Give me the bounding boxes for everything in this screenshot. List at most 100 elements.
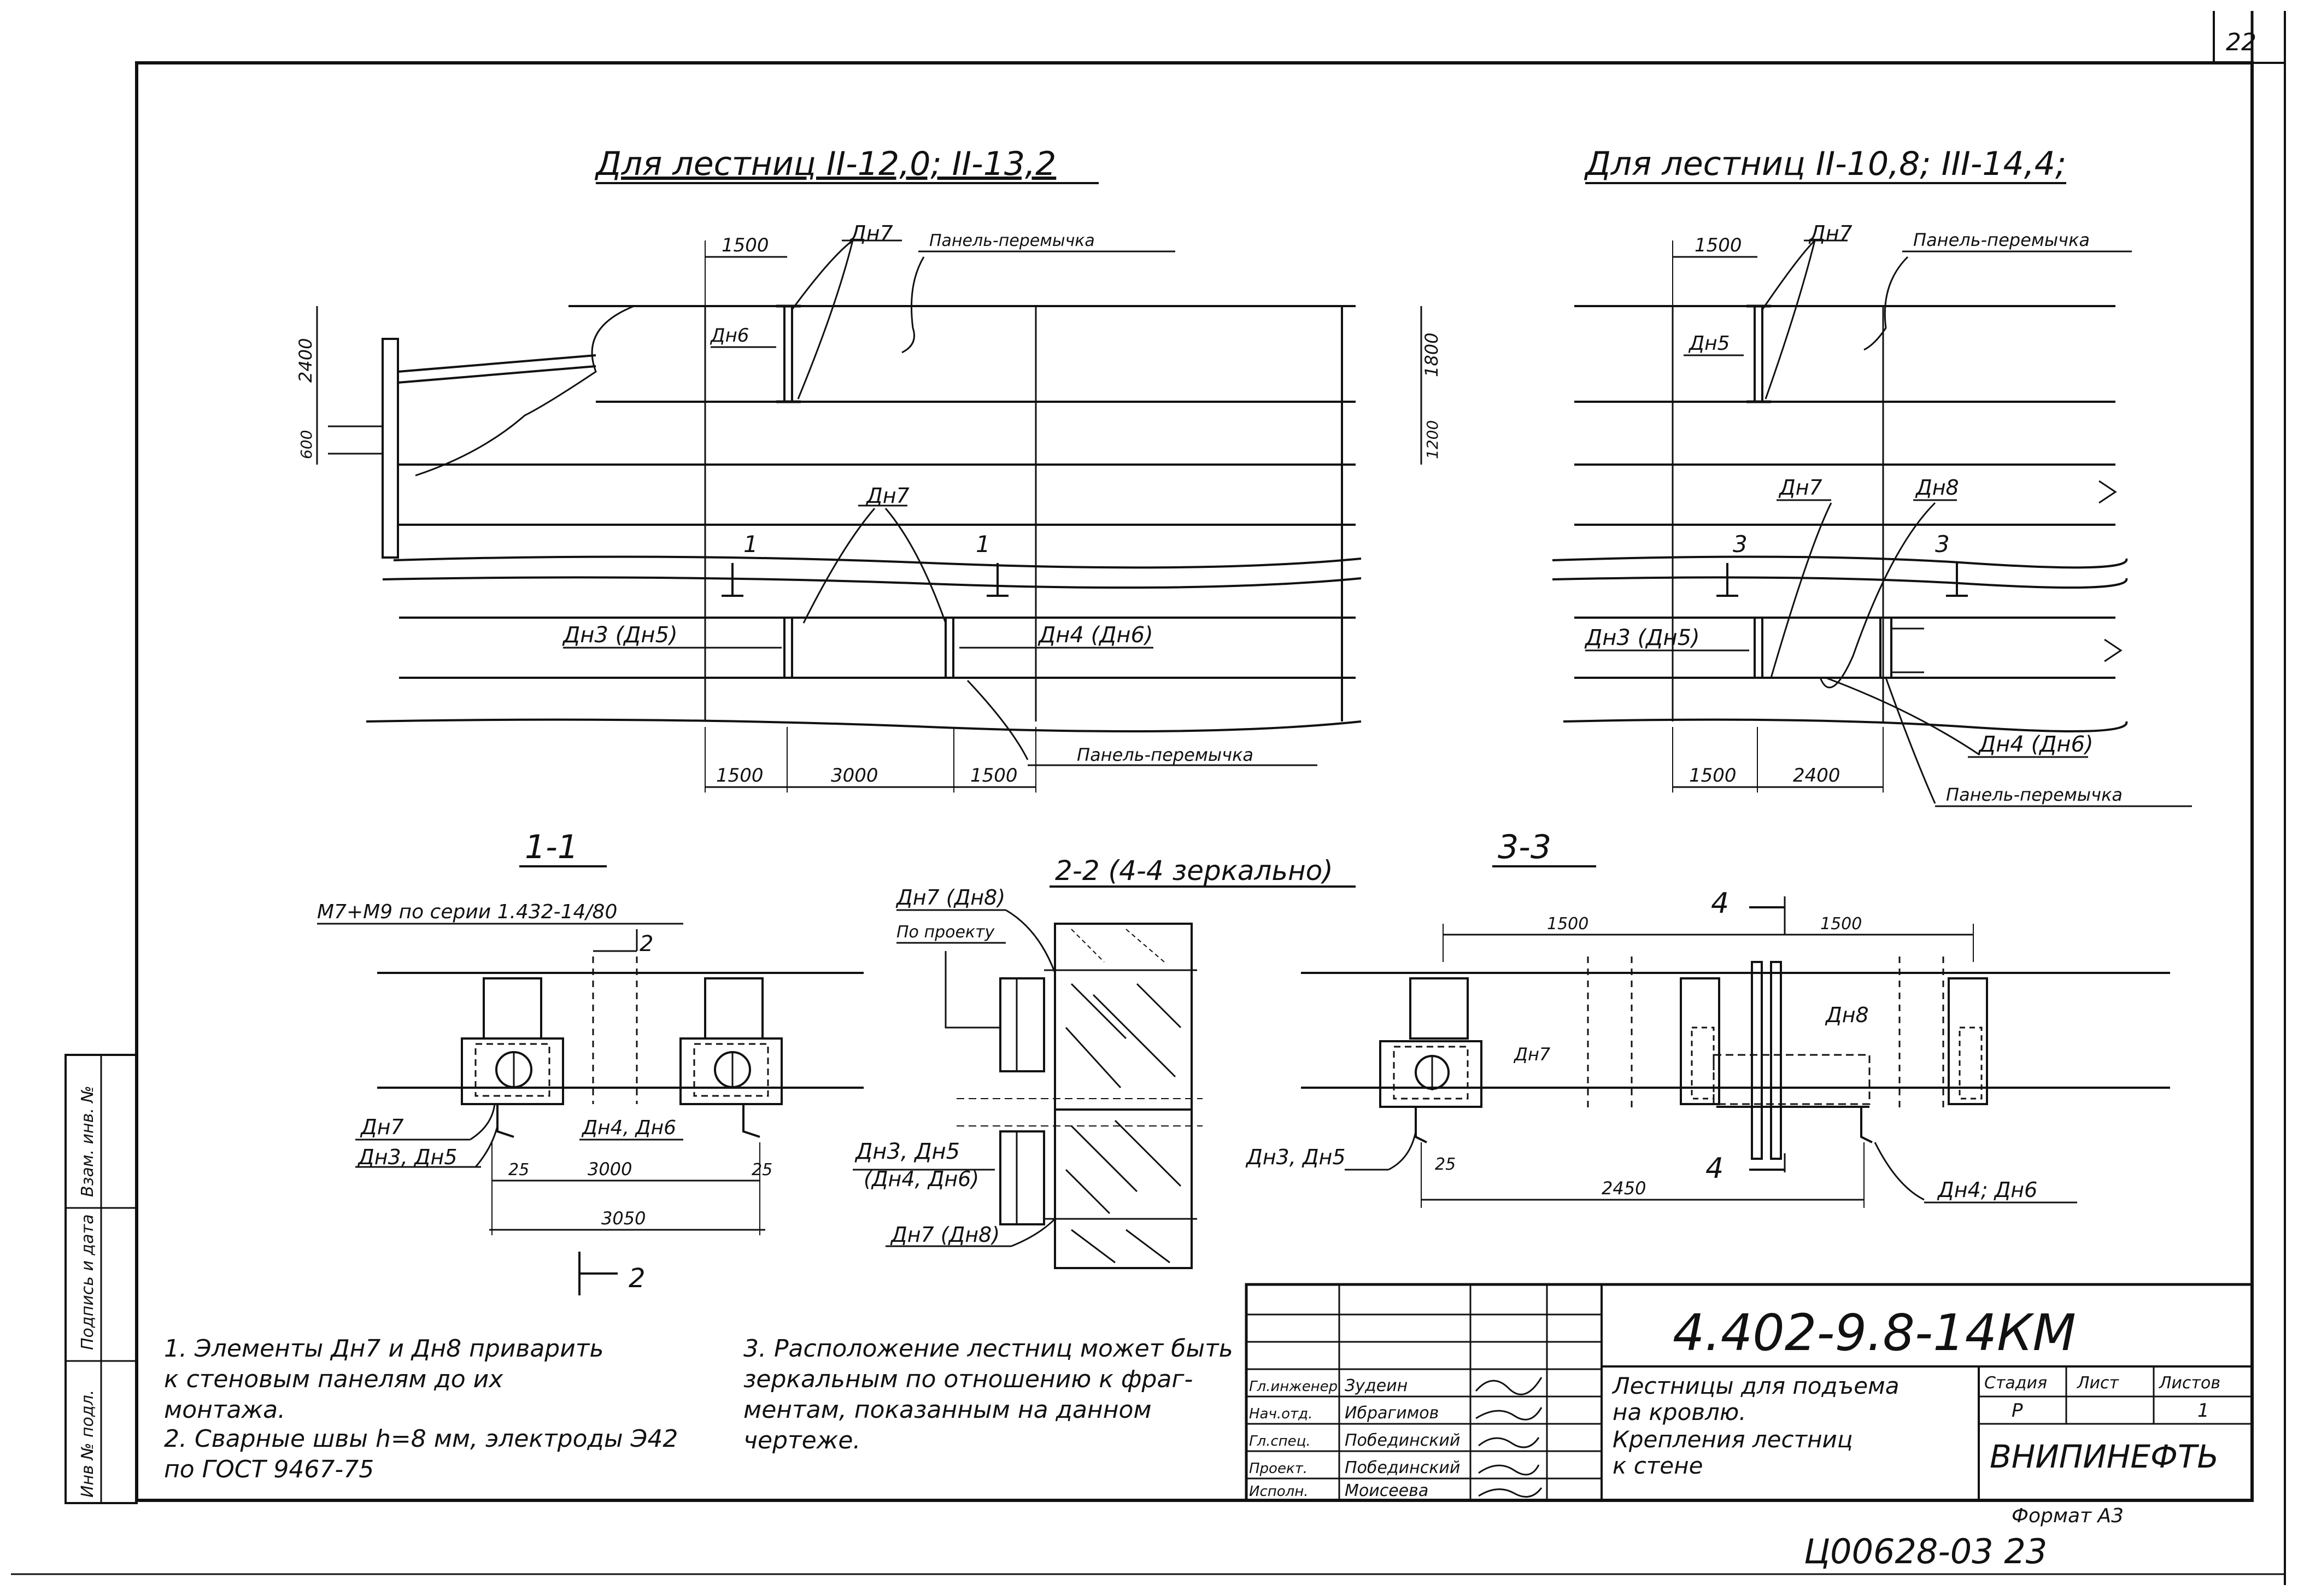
right-label-panel-top: Панель-перемычка [1913,230,2090,250]
right-plan-heading: Для лестниц II-10,8; III-14,4; [1584,145,2066,183]
stamp-replace-label: Взам. инв. № [78,1085,97,1197]
left-label-di6: Дн6 [710,325,749,347]
section-3-3: 3-3 4 [1245,828,2170,1208]
section-1-cut-bottom: 2 [629,1263,646,1294]
archive-number: Ц00628-03 23 [1804,1532,2047,1571]
section-1-dim-25a: 25 [508,1160,529,1180]
right-dim-top-1500: 1500 [1695,234,1742,256]
section-1-dim-25b: 25 [752,1160,772,1180]
left-cut-1b: 1 [976,531,990,558]
staff-role-4: Исполн. [1249,1483,1309,1500]
right-plan: Для лестниц II-10,8; III-14,4; [1552,145,2192,807]
section-2-label-di3: Дн3, Дн5 [854,1139,960,1164]
title-block-title-2: на кровлю. [1613,1399,1746,1425]
side-stamp: Инв № подл. Подпись и дата Взам. инв. № [65,1054,138,1504]
section-3-label-di3: Дн3, Дн5 [1245,1145,1346,1169]
section-3-dim-1500b: 1500 [1820,914,1862,934]
section-3-label-di7: Дн7 [1513,1044,1551,1065]
title-block-title-1: Лестницы для подъема [1611,1372,1899,1399]
left-dim-1200: 1200 [1423,420,1441,459]
section-1-label-di7: Дн7 [360,1115,404,1139]
title-block-sheets-header: Листов [2159,1374,2220,1393]
section-1-label-di4: Дн4, Дн6 [581,1117,676,1139]
left-dim-2400: 2400 [295,338,316,383]
section-1-label-di3: Дн3, Дн5 [357,1145,458,1169]
sheet-frame [11,11,2286,1585]
section-3-dim-1500a: 1500 [1547,914,1588,934]
right-cut-3b: 3 [1935,531,1950,558]
left-dim-top-1500: 1500 [722,234,769,256]
stamp-inv-label: Инв № подл. [78,1390,97,1498]
right-label-panel-bottom: Панель-перемычка [1946,784,2123,805]
section-3-cut-top: 4 [1711,887,1729,920]
title-block-title-3: Крепления лестниц [1613,1426,1853,1453]
left-dim-1800: 1800 [1421,333,1442,377]
right-label-di4: Дн4 (Дн6) [1978,732,2094,757]
staff-role-3: Проект. [1249,1460,1308,1477]
title-block-stage-header: Стадия [1984,1374,2047,1393]
right-label-di8: Дн8 [1915,476,1959,500]
left-cut-1a: 1 [743,531,758,558]
left-label-di3: Дн3 (Дн5) [562,623,678,648]
section-1-dim-3000: 3000 [588,1159,632,1180]
stamp-signature-label: Подпись и дата [78,1214,97,1351]
left-dim-600: 600 [297,430,315,459]
staff-name-1: Ибрагимов [1345,1404,1439,1423]
section-2-label-project: По проекту [896,923,995,942]
left-plan: Для лестниц II-12,0; II-13,2 [295,145,1442,793]
right-cut-3a: 3 [1733,531,1748,558]
title-block-sheet-header: Лист [2077,1374,2120,1393]
section-3-cut-bottom: 4 [1705,1152,1724,1185]
left-label-panel-top: Панель-перемычка [929,231,1095,250]
left-label-di7-mid: Дн7 [865,484,910,508]
staff-name-4: Моисеева [1345,1481,1428,1500]
title-block-code: 4.402-9.8-14КМ [1673,1304,2076,1362]
right-label-di7-top: Дн7 [1808,221,1853,245]
signature-3 [1478,1464,1540,1476]
right-dim-bottom-1500: 1500 [1689,765,1737,787]
format-label: Формат А3 [2012,1505,2124,1527]
title-block-organization: ВНИПИНЕФТЬ [1990,1438,2219,1475]
sheet-number: 22 [2226,28,2256,56]
section-2-label-di7-bottom: Дн7 (Дн8) [890,1223,1000,1247]
title-block-stage-value: Р [2012,1400,2023,1422]
left-label-panel-bottom: Панель-перемычка [1077,744,1253,765]
section-1-cut-top: 2 [640,931,653,957]
staff-name-0: Зудеин [1345,1376,1408,1395]
left-dim-bottom-3000: 3000 [831,765,878,787]
section-3-heading: 3-3 [1498,828,1551,866]
left-dim-bottom-1500a: 1500 [716,765,764,787]
staff-name-3: Побединский [1345,1458,1460,1477]
section-2-label-di4: (Дн4, Дн6) [864,1167,979,1191]
section-2-2: 2-2 (4-4 зеркально) Дн7 (Дн8) По проекту… [853,855,1356,1269]
section-1-1: 1-1 М7+М9 по серии 1.432-14/80 [317,828,864,1295]
right-label-di5: Дн5 [1688,332,1730,355]
section-3-label-di4: Дн4; Дн6 [1937,1178,2037,1202]
section-3-dim-25: 25 [1435,1155,1456,1174]
right-label-di7-mid: Дн7 [1778,476,1822,500]
title-block-title-4: к стене [1613,1452,1703,1479]
section-2-heading: 2-2 (4-4 зеркально) [1055,855,1333,887]
staff-name-2: Побединский [1345,1431,1460,1450]
title-block-sheets-value: 1 [2197,1400,2209,1422]
signature-0 [1475,1377,1543,1395]
left-label-di7-top: Дн7 [849,221,893,245]
signature-1 [1475,1407,1543,1421]
title-block: 4.402-9.8-14КМ Лестницы для подъема на к… [1245,1283,2254,1502]
section-1-series-note: М7+М9 по серии 1.432-14/80 [317,901,617,923]
staff-role-0: Гл.инженер [1249,1378,1338,1395]
staff-role-2: Гл.спец. [1249,1433,1311,1450]
signature-2 [1478,1437,1540,1448]
staff-role-1: Нач.отд. [1249,1406,1312,1422]
section-2-label-di7-top: Дн7 (Дн8) [895,885,1005,910]
section-3-label-di8: Дн8 [1825,1003,1869,1027]
section-3-dim-2450: 2450 [1602,1178,1646,1199]
right-dim-bottom-2400: 2400 [1793,765,1840,787]
left-plan-heading: Для лестниц II-12,0; II-13,2 [594,145,1056,183]
left-dim-bottom-1500b: 1500 [970,765,1018,787]
left-label-di4: Дн4 (Дн6) [1037,623,1153,648]
section-1-heading: 1-1 [525,828,578,866]
section-1-dim-3050: 3050 [601,1208,646,1229]
right-label-di3: Дн3 (Дн5) [1584,625,1700,650]
